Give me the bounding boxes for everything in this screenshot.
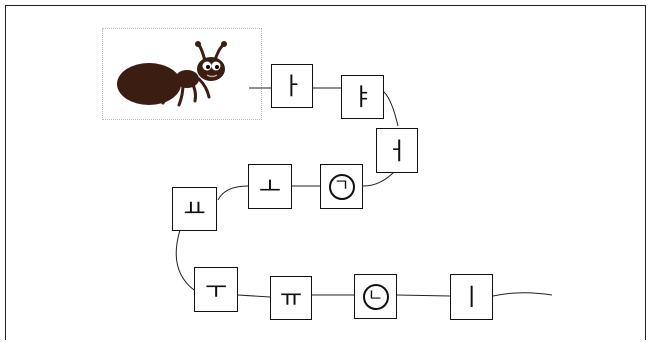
letter-tile: ㅏ	[271, 64, 313, 108]
letter: ㅓ	[385, 136, 409, 165]
letter: ㅜ	[204, 275, 228, 304]
letter-tile: ㅠ	[270, 276, 312, 320]
letter-tile: ㅜ	[194, 267, 238, 312]
letter: ㅠ	[279, 284, 303, 312]
letter: ㅛ	[183, 195, 206, 223]
letter: ㅣ	[460, 283, 483, 311]
letter-tile: ㅣ	[450, 274, 493, 320]
ant-icon	[117, 41, 227, 107]
circled-letter: ㄴ	[362, 283, 389, 310]
ant-picture	[102, 28, 262, 120]
worksheet-frame	[5, 5, 646, 340]
letter-tile: ㅗ	[248, 164, 292, 209]
letter-tile: ㅑ	[341, 75, 384, 119]
letter: ㅑ	[351, 83, 374, 111]
letter-tile: ㅓ	[376, 128, 418, 173]
circled-letter: ㄱ	[328, 173, 355, 200]
letter: ㅗ	[258, 172, 282, 201]
letter-tile: ㅛ	[172, 187, 217, 231]
letter-tile: ㄴ	[354, 274, 397, 319]
letter: ㅏ	[280, 72, 304, 100]
letter-tile: ㄱ	[320, 164, 363, 209]
